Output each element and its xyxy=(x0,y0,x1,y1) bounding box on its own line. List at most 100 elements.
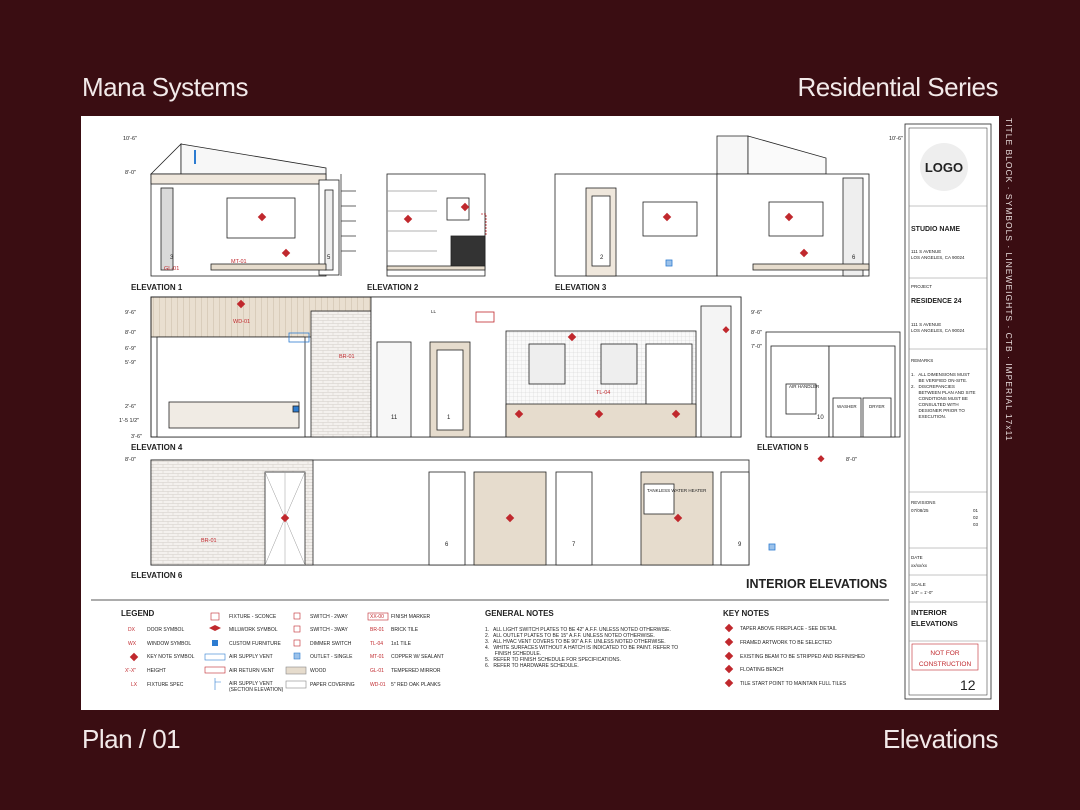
key-note: EXISTING BEAM TO BE STRIPPED AND REFINIS… xyxy=(740,654,865,660)
legend-symbol: LX xyxy=(131,682,138,688)
remark-line: CONDITIONS MUST BE xyxy=(911,396,968,401)
door-number: 10 xyxy=(817,415,824,421)
studio-address: LOS ANGELES, CA 90024 xyxy=(911,255,965,260)
elevations-drawing: ELEVATION 1 ELEVATION 2 ELEVATION 3 ELEV… xyxy=(91,123,992,700)
material-tag: BR-01 xyxy=(339,354,355,360)
general-note: 2. ALL OUTLET PLATES TO BE 15" A.F.F. UN… xyxy=(485,633,655,639)
general-note: 3. ALL HVAC VENT COVERS TO BE 90" A.F.F.… xyxy=(485,639,666,645)
key-note: FLOATING BENCH xyxy=(740,667,784,673)
remark-line: BETWEEN PLAN AND SITE xyxy=(911,390,976,395)
drawing-sheet: ELEVATION 1 ELEVATION 2 ELEVATION 3 ELEV… xyxy=(81,116,999,710)
material-tag: WD-01 xyxy=(233,319,250,325)
project-address: LOS ANGELES, CA 90024 xyxy=(911,328,965,333)
legend-label: AIR SUPPLY VENT xyxy=(229,681,273,687)
height-marker: 8'-0" xyxy=(125,170,136,176)
key-notes-title: KEY NOTES xyxy=(723,609,770,618)
revision-date: 07/08/25 xyxy=(911,508,929,513)
remark-line: 2. DISCREPANCIES xyxy=(911,384,955,389)
material-tag: MT-01 xyxy=(231,259,247,265)
fixture-label: TANKLESS WATER HEATER xyxy=(647,488,707,493)
construction-stamp: NOT FOR xyxy=(930,650,959,657)
legend-label: KEY NOTE SYMBOL xyxy=(147,654,195,660)
legend-label: FIXTURE SPEC xyxy=(147,682,184,688)
legend-symbol: DX xyxy=(128,627,136,633)
legend-label: HEIGHT xyxy=(147,668,166,674)
finish-code: GL-01 xyxy=(370,668,384,674)
scale-value: 1/4" = 1'-0" xyxy=(911,590,933,595)
height-marker: 8'-0" xyxy=(125,330,136,336)
door-number: 9 xyxy=(738,542,742,548)
height-marker: 3'-6" xyxy=(131,434,142,440)
finish-code: BR-01 xyxy=(370,627,384,633)
legend-label: WINDOW SYMBOL xyxy=(147,641,191,647)
fixture-label: LL xyxy=(431,309,437,314)
fixture-label: DRYER xyxy=(869,404,885,409)
brand-title: Mana Systems xyxy=(82,72,248,102)
finish-code: TL-04 xyxy=(370,641,383,647)
legend-label: BRICK TILE xyxy=(391,627,419,633)
elevation-2-label: ELEVATION 2 xyxy=(367,283,419,292)
date-value: xx/xx/xx xyxy=(911,563,928,568)
fixture-label: WASHER xyxy=(837,404,857,409)
fixture-label: AIR HANDLER xyxy=(789,384,820,389)
project-label: PROJECT xyxy=(911,284,932,289)
general-notes-title: GENERAL NOTES xyxy=(485,609,554,618)
legend: LEGEND DX WX X'-X" LX DOOR SYMBOL WINDOW… xyxy=(121,609,444,693)
remark-line: CONSULTED WITH xyxy=(911,402,959,407)
remark-line: BE VERIFIED ON-SITE. xyxy=(911,378,967,383)
remark-line: 1. ALL DIMENSIONS MUST xyxy=(911,372,970,377)
finish-code: MT-01 xyxy=(370,654,384,660)
logo-placeholder: LOGO xyxy=(925,160,963,175)
legend-label: AIR RETURN VENT xyxy=(229,668,274,674)
elevation-5-label: ELEVATION 5 xyxy=(757,443,809,452)
door-number: 5 xyxy=(327,255,331,261)
material-tag: GL-01 xyxy=(164,266,179,272)
elevation-2-drawing xyxy=(386,173,487,277)
key-note: TILE START POINT TO MAINTAIN FULL TILES xyxy=(740,681,847,687)
legend-label: TEMPERED MIRROR xyxy=(391,668,441,674)
studio-address: 111 S AVENUE xyxy=(911,249,941,254)
series-title: Residential Series xyxy=(797,72,998,102)
legend-label: PAPER COVERING xyxy=(310,682,355,688)
revision-number: 02 xyxy=(973,515,979,520)
general-note: 4. WHITE SURFACES WITHOUT A HATCH IS IND… xyxy=(485,645,678,651)
door-number: 6 xyxy=(852,255,856,261)
elevation-1-label: ELEVATION 1 xyxy=(131,283,183,292)
height-marker: 1'-5 1/2" xyxy=(119,418,139,424)
legend-label: OUTLET - SINGLE xyxy=(310,654,353,660)
material-tag: TL-04 xyxy=(596,390,610,396)
legend-label: (SECTION ELEVATION) xyxy=(229,687,284,693)
remark-line: EXECUTION. xyxy=(911,414,946,419)
legend-label: DOOR SYMBOL xyxy=(147,627,184,633)
general-note: 1. ALL LIGHT SWITCH PLATES TO BE 42" A.F… xyxy=(485,627,671,633)
legend-label: FIXTURE - SCONCE xyxy=(229,614,277,620)
legend-label: MILLWORK SYMBOL xyxy=(229,627,278,633)
sheet-title: INTERIOR xyxy=(911,608,947,617)
height-marker: 5'-9" xyxy=(125,360,136,366)
height-marker: 10'-6" xyxy=(889,136,903,142)
construction-stamp: CONSTRUCTION xyxy=(919,661,972,668)
door-number: 6 xyxy=(445,542,449,548)
height-marker: 10'-6" xyxy=(123,136,137,142)
project-name: RESIDENCE 24 xyxy=(911,298,962,305)
height-marker: 8'-0" xyxy=(751,330,762,336)
key-note: FRAMED ARTWORK TO BE SELECTED xyxy=(740,640,832,646)
elevation-6-drawing xyxy=(150,459,776,566)
legend-label: COPPER W/ SEALANT xyxy=(391,654,444,660)
legend-symbol: WX xyxy=(128,641,137,647)
door-number: 3 xyxy=(170,255,174,261)
legend-label: SWITCH - 3WAY xyxy=(310,627,348,633)
elevation-6-label: ELEVATION 6 xyxy=(131,571,183,580)
height-marker: 8'-0" xyxy=(125,457,136,463)
elevation-4-label: ELEVATION 4 xyxy=(131,443,183,452)
sheet-title: ELEVATIONS xyxy=(911,619,958,628)
remarks-label: REMARKS xyxy=(911,358,933,363)
door-number: 7 xyxy=(572,542,576,548)
legend-symbol: X'-X" xyxy=(125,668,136,674)
legend-label: 1x1 TILE xyxy=(391,641,412,647)
elevation-4-drawing xyxy=(150,296,742,438)
studio-name: STUDIO NAME xyxy=(911,226,960,233)
general-note: FINISH SCHEDULE. xyxy=(485,651,541,657)
door-number: 11 xyxy=(391,415,398,421)
key-notes: KEY NOTES TAPER ABOVE FIREPLACE - SEE DE… xyxy=(723,609,865,688)
